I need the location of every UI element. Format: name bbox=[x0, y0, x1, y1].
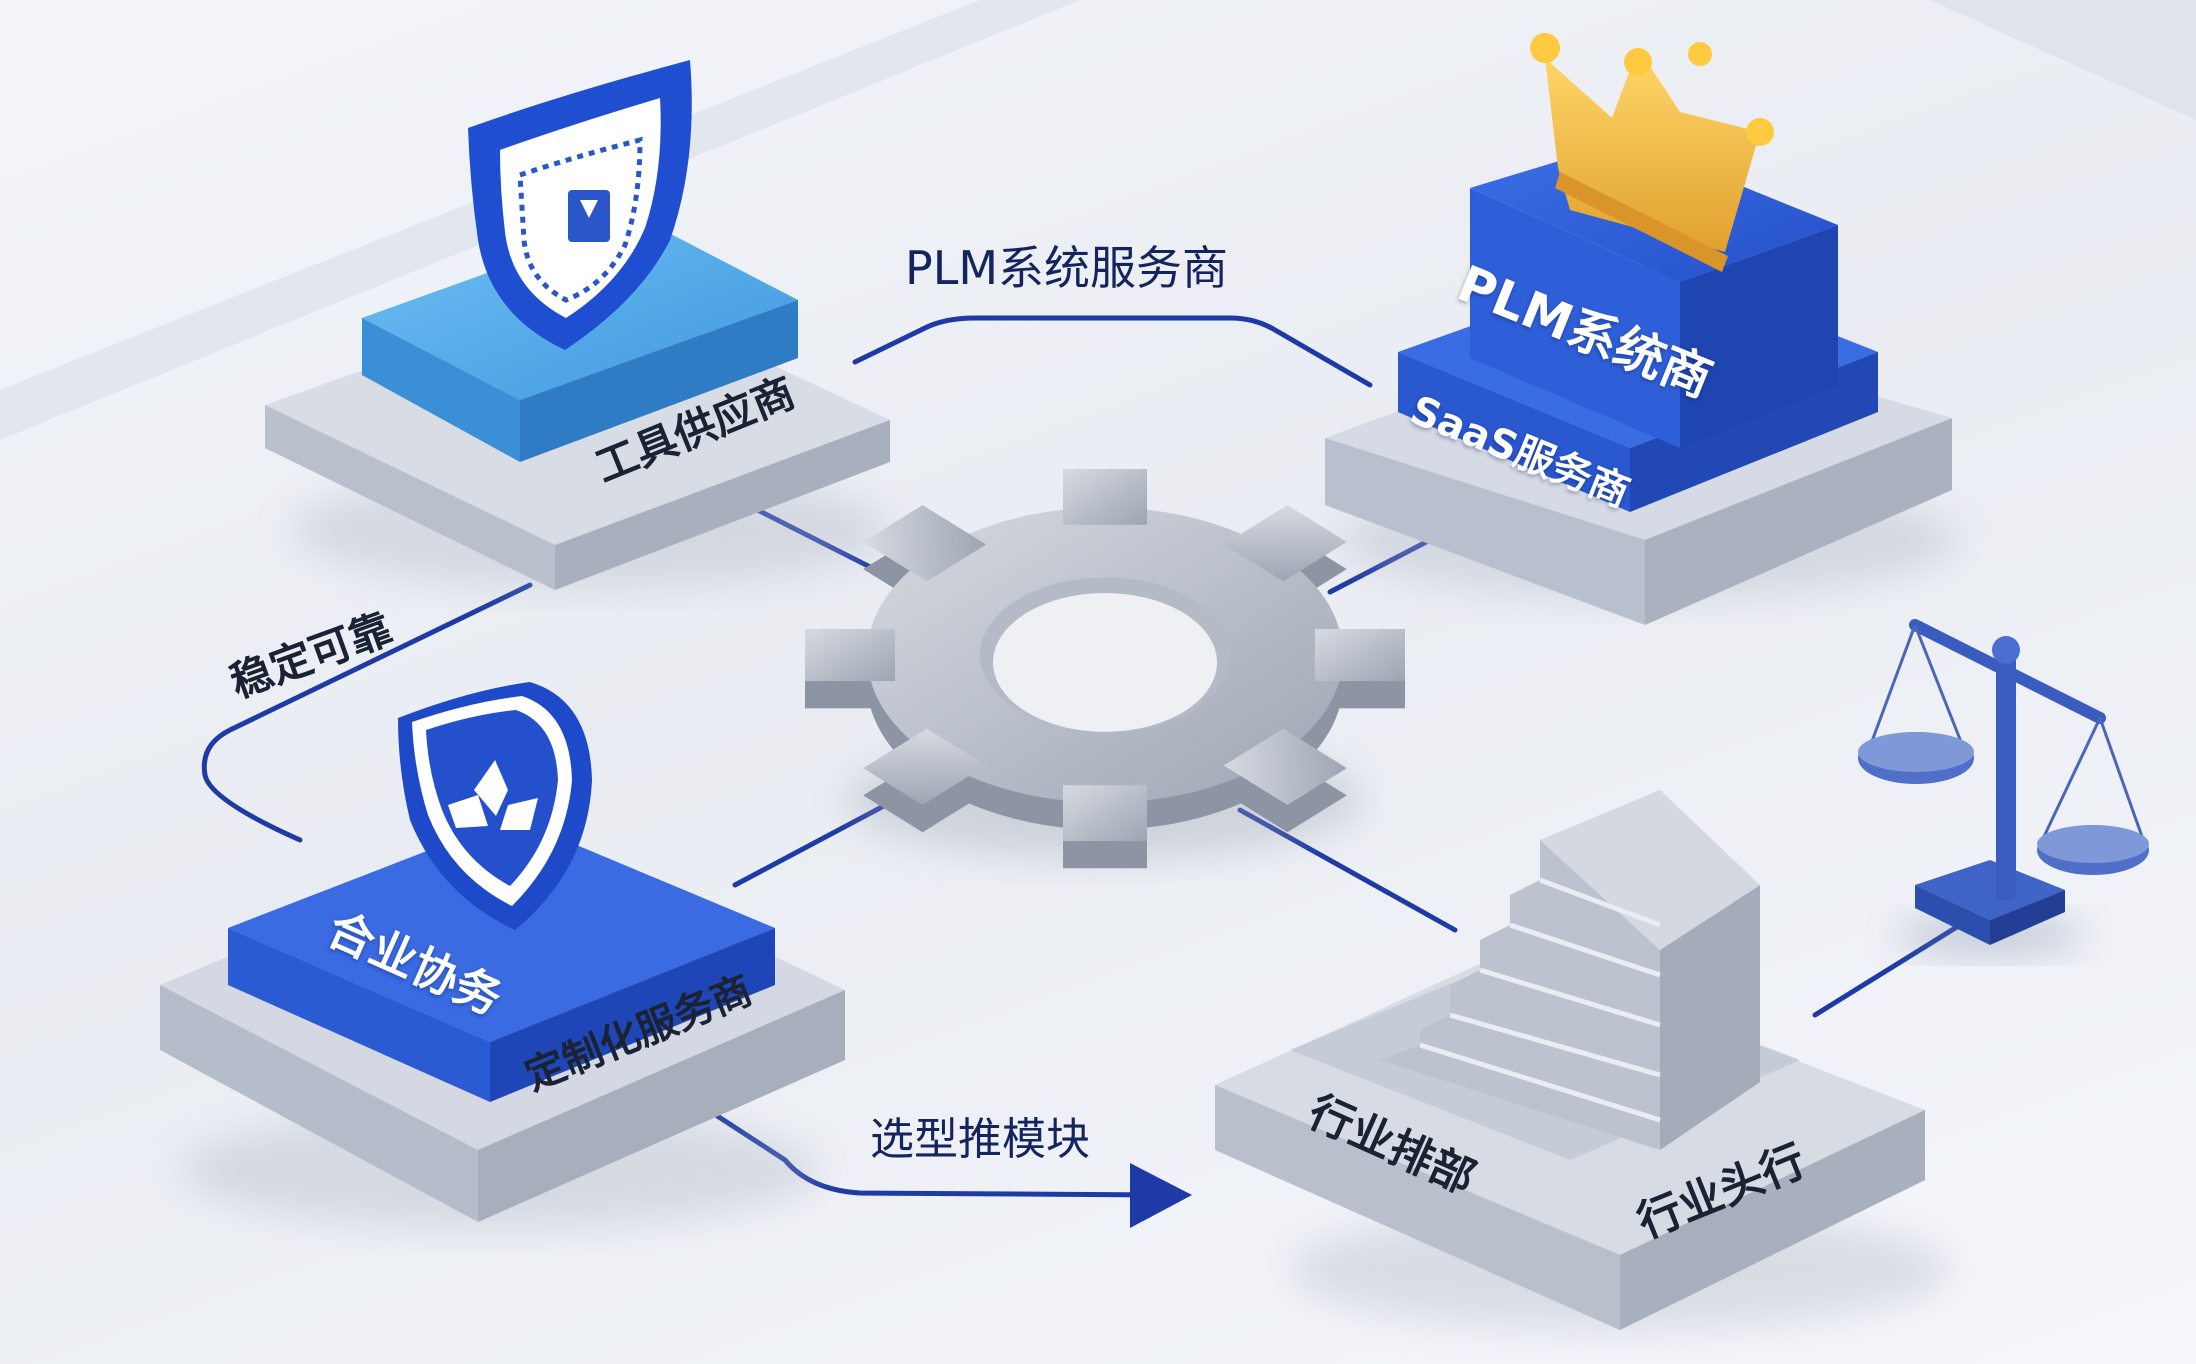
label-plm-service: PLM系统服务商 bbox=[905, 241, 1229, 295]
line-tool-to-custom bbox=[201, 582, 533, 843]
tool-supplier-platform bbox=[265, 218, 890, 590]
stairs-icon bbox=[1380, 790, 1760, 1150]
custom-service-platform bbox=[160, 818, 845, 1230]
line-tool-to-plm bbox=[852, 315, 1373, 388]
arrow-right-icon bbox=[1130, 1163, 1192, 1228]
crown-icon bbox=[1530, 33, 1774, 272]
shield-certificate-icon bbox=[468, 60, 692, 350]
shield-leaf-icon bbox=[398, 682, 592, 930]
plm-vendor-platform bbox=[1325, 140, 1960, 625]
gear-icon bbox=[805, 469, 1405, 869]
label-selection-module: 选型推模块 bbox=[870, 1114, 1090, 1165]
balance-scale-icon bbox=[1858, 619, 2149, 957]
